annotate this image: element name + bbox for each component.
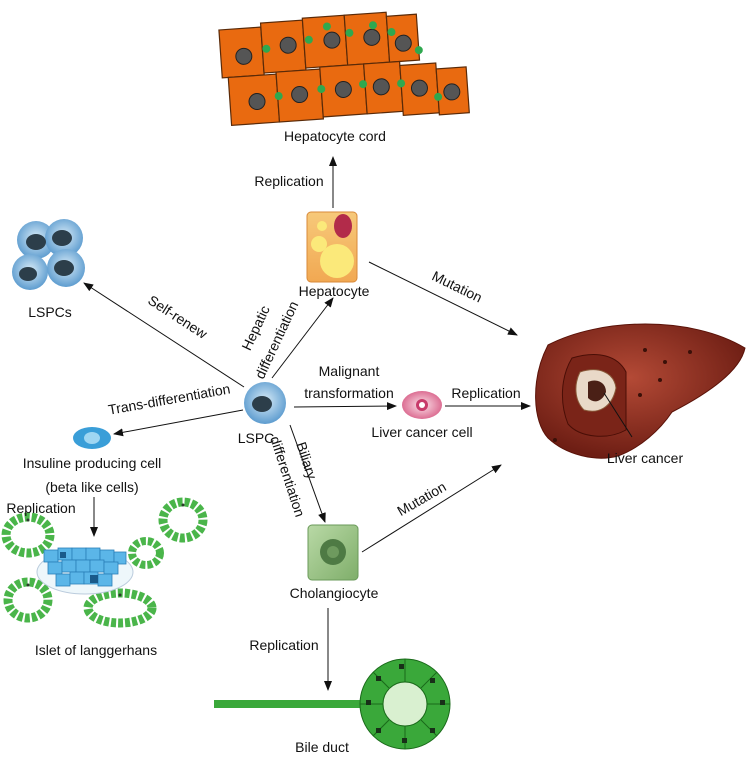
lspcs-cluster-image: [12, 219, 85, 290]
self-renew-label: Self-renew: [145, 292, 211, 342]
trans-differentiation-label: Trans-differentiation: [107, 380, 232, 417]
replication-left-label: Replication: [6, 500, 75, 516]
replication-mid-label: Replication: [451, 385, 520, 401]
cholangiocyte-cell-image: [307, 524, 359, 581]
liver-cancer-pointer-line: [603, 392, 633, 438]
transformation-label: transformation: [304, 385, 393, 401]
arrow-lspc-to-hepatocyte: [271, 297, 334, 379]
cholangiocyte-label: Cholangiocyte: [290, 585, 379, 601]
insuline-producing-cell-label: Insuline producing cell: [23, 455, 162, 471]
hepatocyte-cord-label: Hepatocyte cord: [284, 128, 386, 144]
beta-like-cells-label: (beta like cells): [45, 479, 138, 495]
insuline-producing-cell-image: [73, 427, 111, 449]
arrow-cholangiocyte-to-liver-cancer: [361, 464, 502, 553]
islet-label: Islet of langgerhans: [35, 642, 157, 658]
hepatocyte-cord-top-row: [218, 11, 421, 79]
mutation-bottom-label: Mutation: [394, 478, 449, 519]
bile-duct-image: [214, 658, 451, 750]
islet-image: [1, 497, 208, 628]
arrow-lspc-to-cancer-cell: [293, 402, 397, 411]
lspcs-label: LSPCs: [28, 304, 72, 320]
hepatocyte-cord-image: [218, 11, 470, 126]
malignant-label: Malignant: [319, 363, 380, 379]
biliary-label: Biliary: [293, 440, 320, 481]
bile-duct-label: Bile duct: [295, 739, 349, 755]
arrow-lspc-to-cholangiocyte: [289, 424, 326, 523]
arrow-lspc-to-insuline-cell: [113, 409, 244, 437]
hepatocyte-cord-green-dots: [262, 21, 443, 101]
arrows: [83, 156, 531, 691]
mutation-top-label: Mutation: [430, 268, 485, 306]
liver-cancer-label: Liver cancer: [607, 450, 684, 466]
lspc-label: LSPC: [238, 430, 275, 446]
liver-cancer-cell-label: Liver cancer cell: [371, 424, 472, 440]
lspc-cell-image: [244, 382, 286, 424]
hepatocyte-label: Hepatocyte: [299, 283, 370, 299]
liver-cancer-cell-image: [402, 391, 442, 419]
replication-top-label: Replication: [254, 173, 323, 189]
liver-cancer-image: [535, 323, 746, 459]
replication-bottom-label: Replication: [249, 637, 318, 653]
hepatocyte-cell-image: [306, 211, 358, 283]
arrow-hepatocyte-to-liver-cancer: [368, 261, 518, 336]
arrow-lspc-to-lspcs: [83, 282, 245, 388]
